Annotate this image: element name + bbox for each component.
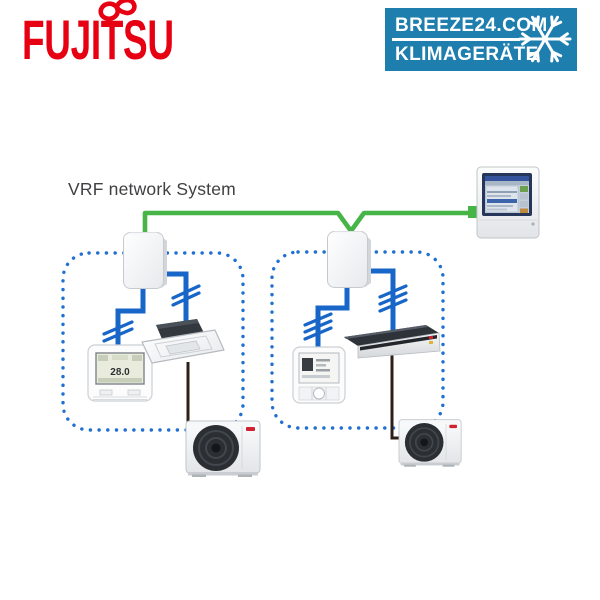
touch-panel-central-controller <box>476 166 540 239</box>
wire-branch-to-duct <box>369 268 396 330</box>
controller-temperature-display: 28.0 <box>110 367 130 378</box>
wire-break-marks-2b <box>378 284 408 313</box>
fujitsu-infinity-icon <box>98 0 137 22</box>
touch-remote-controller-2 <box>292 346 346 404</box>
outdoor-unit-1 <box>185 420 261 478</box>
ceiling-cassette-indoor-unit <box>141 319 225 364</box>
system-1-group-border <box>61 251 245 432</box>
snowflake-icon <box>518 15 572 63</box>
fujitsu-logo: FUJITSU <box>22 0 222 72</box>
wire-branch-to-controller-1 <box>115 287 146 347</box>
wire-break-marks-1b <box>171 284 201 307</box>
fujitsu-logo-text: FUJITSU <box>22 8 174 71</box>
wire-branch-to-cassette <box>165 271 189 323</box>
branch-box-2 <box>326 230 372 289</box>
badge-divider <box>392 38 520 41</box>
badge-category: KLIMAGERÄTE <box>395 44 539 65</box>
badge-shop-name: BREEZE24.COM <box>395 15 548 36</box>
wire-break-marks-2a <box>303 312 333 341</box>
outdoor-unit-2 <box>398 418 463 468</box>
wired-remote-controller-1: 28.0 <box>87 344 153 402</box>
line-duct-to-outdoor-2 <box>390 351 401 440</box>
diagram-title: VRF network System <box>68 179 236 199</box>
breeze24-badge: BREEZE24.COM KLIMAGERÄTE <box>385 8 577 71</box>
wire-break-marks-1a <box>102 320 134 343</box>
branch-box-1 <box>122 231 168 290</box>
network-line <box>142 210 474 235</box>
slim-duct-indoor-unit <box>344 325 441 359</box>
